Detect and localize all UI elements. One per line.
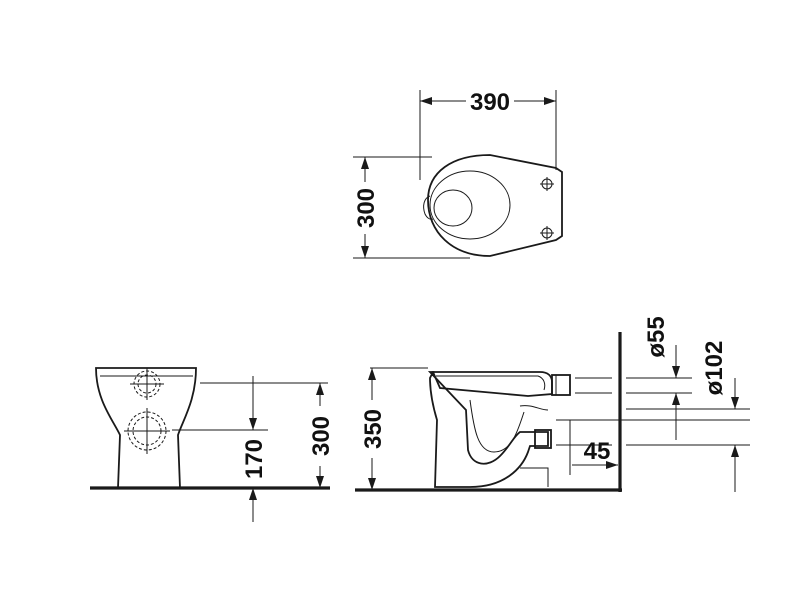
fixing-hole-icon: [540, 226, 554, 240]
dim-side-total-height: 350: [360, 368, 387, 490]
top-view-rim: [429, 170, 511, 240]
dim-front-total-height-label: 300: [308, 416, 335, 456]
dim-top-width-label: 390: [470, 89, 510, 116]
dim-inlet-diameter: ø55: [643, 316, 680, 440]
front-view-outline: [95, 367, 197, 489]
side-outlet-stub: [534, 429, 552, 449]
side-view-seat: [436, 375, 546, 391]
side-view: 350 45 ø55 ø102: [355, 316, 750, 492]
side-inlet-spigot: [551, 374, 571, 396]
dim-outlet-diameter-label: ø102: [701, 341, 728, 396]
dim-side-total-height-label: 350: [360, 409, 387, 449]
dim-inlet-diameter-label: ø55: [643, 316, 670, 357]
fixing-hole-icon: [540, 177, 554, 191]
top-view: 390 300: [353, 89, 563, 259]
top-view-bowl: [433, 189, 473, 227]
dim-front-total-height: 300: [308, 383, 335, 488]
dim-outlet-offset: 45: [572, 438, 618, 469]
top-view-nose: [423, 195, 434, 220]
dim-outlet-offset-label: 45: [584, 438, 611, 465]
side-view-outline: [427, 371, 549, 488]
top-view-outline: [427, 154, 563, 257]
dim-outlet-diameter: ø102: [701, 341, 739, 492]
dim-top-width: 390: [419, 89, 557, 180]
dim-top-depth: 300: [353, 156, 470, 259]
front-view: 170 300: [90, 367, 335, 522]
dim-front-outlet-height-label: 170: [241, 439, 268, 479]
dim-front-outlet-height: 170: [241, 376, 268, 522]
dim-top-depth-label: 300: [353, 188, 380, 228]
